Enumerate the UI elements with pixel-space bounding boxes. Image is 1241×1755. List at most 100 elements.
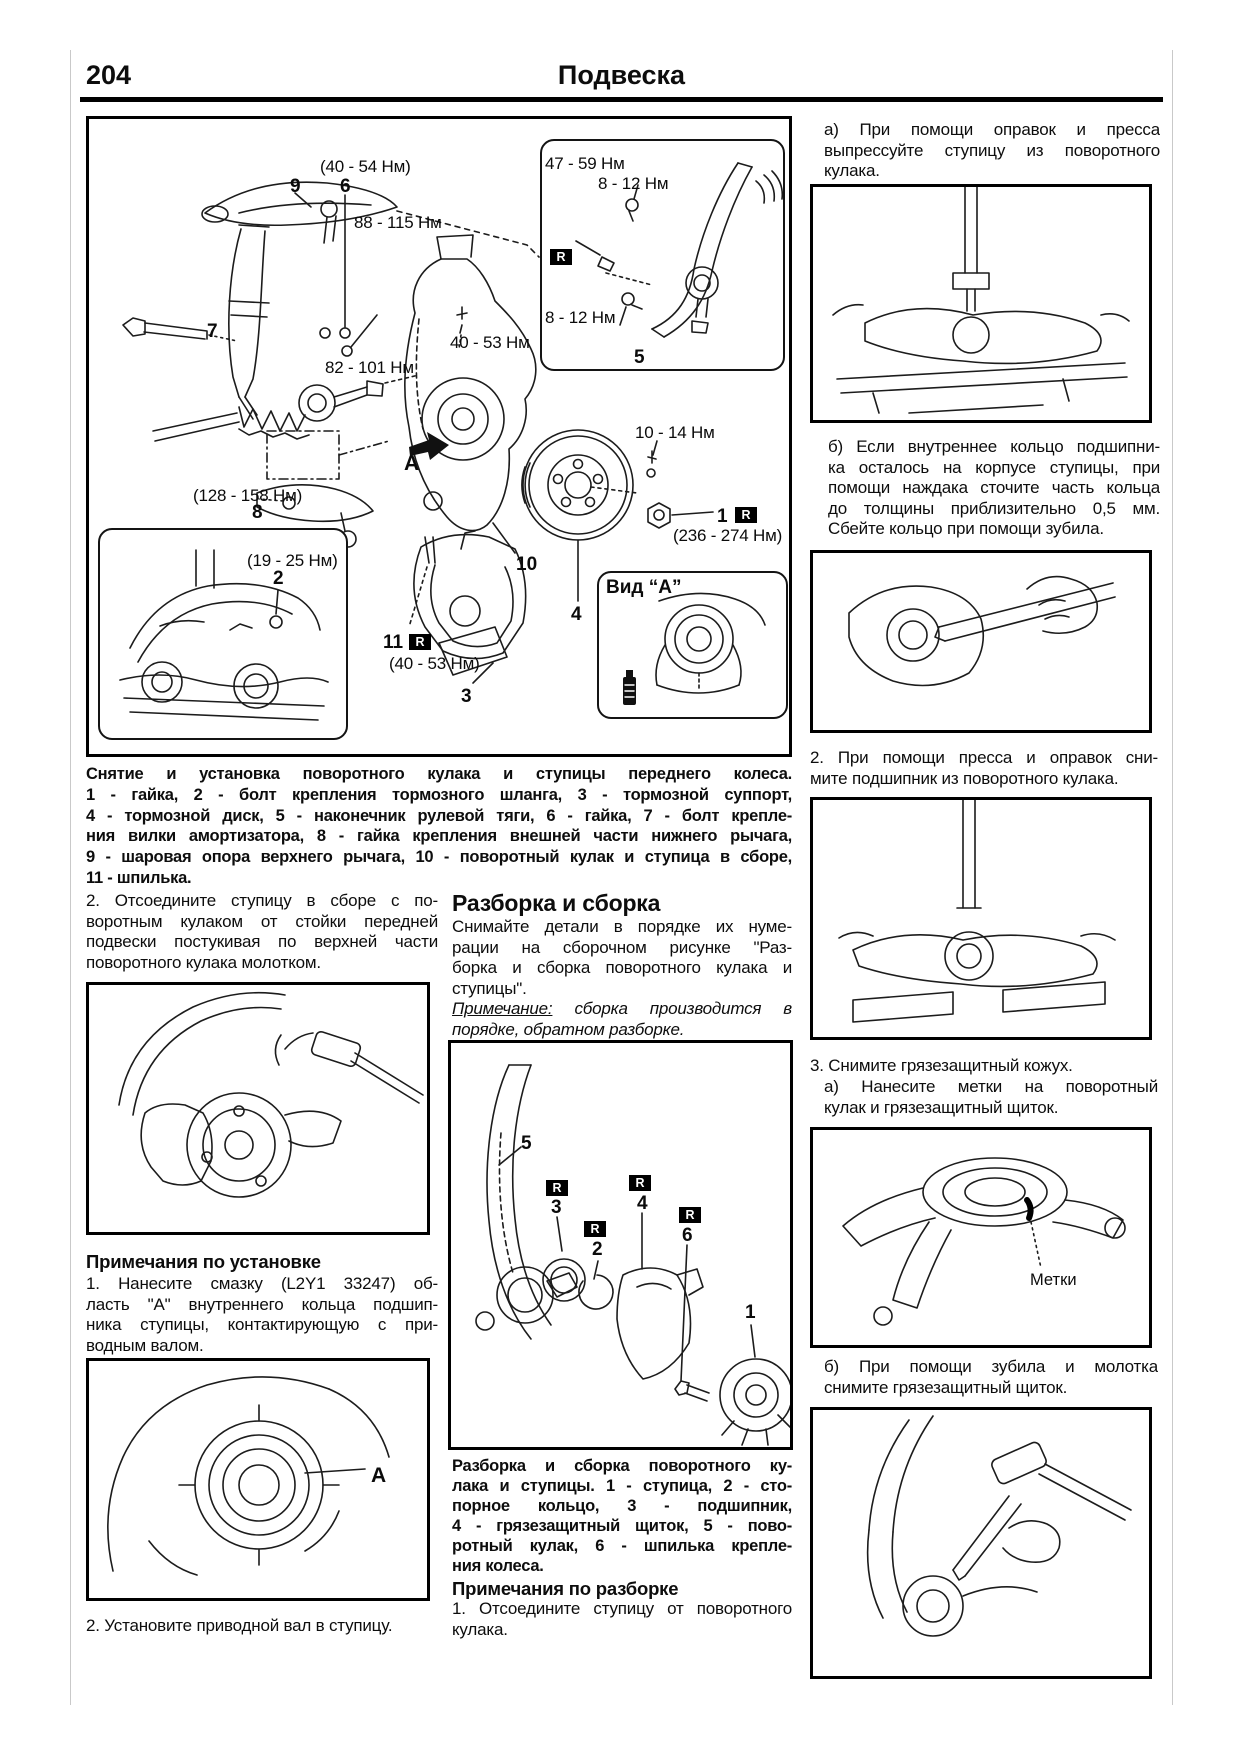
text-line: а) Нанесите метки на поворотный	[824, 1077, 1158, 1096]
right-figure-labels: Метки	[813, 1130, 1149, 1345]
figure-label: 40 - 53 Нм	[450, 333, 530, 352]
left-step-2: 2. Отсоедините ступицу в сборе с по-воро…	[86, 891, 438, 973]
figure-label: A	[404, 452, 420, 475]
text-line: ступицы".	[452, 978, 527, 998]
text-line: Разборка и сборка поворотного ку-	[452, 1457, 792, 1475]
remove-shield-art	[866, 1415, 1132, 1637]
figure-label: A	[371, 1464, 387, 1487]
right-figure-press-out	[810, 184, 1152, 423]
text-line: 4 - грязезащитный щиток, 5 - пово-	[452, 1517, 792, 1535]
text-line: мите подшипник из поворотного кулака.	[810, 768, 1119, 788]
text-line: б) Если внутреннее кольцо подшипни-	[828, 437, 1160, 456]
figure-label: 11	[383, 632, 404, 653]
inset-tie-rod-end	[540, 139, 785, 371]
figure-label: 5	[521, 1133, 532, 1154]
text-line: ника ступицы, контактирующую с при-	[86, 1315, 438, 1334]
text-line: кулака.	[452, 1619, 508, 1639]
text-line: до толщины приблизительно 0,5 мм.	[828, 498, 1160, 518]
r-badge: R	[584, 1221, 606, 1237]
right-figure-chisel-ring	[810, 550, 1152, 733]
scan-edge-left	[70, 50, 71, 1705]
r-badge: R	[550, 249, 572, 265]
figure-label: 8	[252, 502, 263, 523]
figure-label: (236 - 274 Нм)	[673, 526, 783, 545]
exploded-hub-art	[475, 1064, 790, 1446]
right-figure-remove-shield	[810, 1407, 1152, 1679]
middle-figure-caption: Разборка и сборка поворотного ку-лака и …	[452, 1456, 792, 1576]
figure-label: (40 - 53 Нм)	[389, 654, 480, 673]
figure-label: 7	[207, 321, 218, 342]
text-line: а) При помощи оправок и пресса	[824, 120, 1160, 139]
page-number: 204	[86, 60, 132, 90]
figure-label: 9	[290, 176, 301, 197]
text-line: кулак и грязезащитный щиток.	[824, 1097, 1059, 1117]
text-line: 1. Отсоедините ступицу от поворотного	[452, 1599, 792, 1618]
note-line-1: Примечание: сборка производится в	[452, 999, 792, 1020]
install-notes-heading: Примечания по установке	[86, 1251, 321, 1272]
text-line: Снимайте детали в порядке их нуме-	[452, 917, 792, 936]
figure-label: (40 - 54 Нм)	[320, 157, 411, 176]
text-line: кулака.	[824, 161, 880, 180]
page-title: Подвеска	[557, 60, 686, 90]
text-line: 2. При помощи пресса и оправок сни-	[810, 748, 1158, 767]
left-figure-hammer	[86, 982, 430, 1235]
text-line: поворотного кулака молотком.	[86, 952, 321, 972]
text-line: воротным кулаком от стойки передней	[86, 911, 438, 931]
figure-label: 3	[461, 686, 472, 707]
text-line: выпрессуйте ступицу из поворотного	[824, 140, 1160, 160]
text-line: 4 - тормозной диск, 5 - наконечник рулев…	[86, 806, 792, 825]
left-figure-labels: A	[89, 1361, 427, 1598]
text-line: 2. Отсоедините ступицу в сборе с по-	[86, 891, 438, 910]
note-line-2: порядке, обратном разборке.	[452, 1019, 685, 1039]
knuckle-marks-art	[842, 1157, 1126, 1326]
text-line: 2. Установите приводной вал в ступицу.	[86, 1616, 393, 1635]
text-line: 3. Снимите грязезащитный кожух.	[810, 1056, 1073, 1075]
note-rest: сборка производится в	[574, 999, 792, 1018]
right-step-b: б) Если внутреннее кольцо подшипни-ка ос…	[828, 437, 1160, 540]
text-line: ротный кулак, 6 - шпилька крепле-	[452, 1537, 792, 1555]
text-line: ния колеса.	[452, 1557, 544, 1575]
figure-label: 4	[571, 604, 582, 625]
figure-label: 2	[592, 1239, 603, 1260]
tie-rod-art	[575, 162, 783, 338]
press-bearing-art	[838, 800, 1116, 1023]
figure-label: 5	[634, 347, 645, 368]
figure-label: 10 - 14 Нм	[635, 423, 715, 442]
figure-label: 47 - 59 Нм	[545, 154, 625, 173]
hub-area-a-art	[107, 1376, 390, 1576]
chisel-ring-art	[848, 575, 1116, 687]
figure-label: 1	[745, 1302, 756, 1323]
figure-label: 6	[340, 176, 351, 197]
figure-label: 88 - 115 Нм	[354, 213, 442, 232]
inset-view-a	[597, 571, 788, 719]
figure-label: 2	[273, 568, 284, 589]
figure-label: 82 - 101 Нм	[325, 358, 414, 377]
text-line: лака и ступицы. 1 - ступица, 2 - сто-	[452, 1477, 792, 1495]
text-line: ка осталось на корпусе ступицы, при	[828, 457, 1160, 477]
exploded-diagram-art	[122, 181, 714, 684]
text-line: Сбейте кольцо при помощи зубила.	[828, 519, 1104, 538]
right-figure-marks: Метки	[810, 1127, 1152, 1348]
install-note-1: 1. Нанесите смазку (L2Y1 33247) об-ласть…	[86, 1274, 438, 1356]
r-badge: R	[409, 634, 431, 650]
figure-label: (19 - 25 Нм)	[247, 551, 338, 570]
figure-label: Метки	[1030, 1271, 1077, 1289]
text-line: 9 - шаровая опора верхнего рычага, 10 - …	[86, 848, 792, 867]
scan-edge-right	[1172, 50, 1173, 1705]
text-line: ния вилки амортизатора, 8 - гайка крепле…	[86, 827, 792, 846]
right-step-2: 2. При помощи пресса и оправок сни-мите …	[810, 748, 1158, 789]
r-badge: R	[629, 1175, 651, 1191]
figure-label: (128 - 158 Нм)	[193, 486, 303, 505]
text-line: подвески постукивая по верхней части	[86, 932, 438, 951]
left-step-2b: 2. Установите приводной вал в ступицу.	[86, 1616, 438, 1637]
press-out-art	[832, 187, 1130, 414]
header-rule	[80, 97, 1163, 102]
